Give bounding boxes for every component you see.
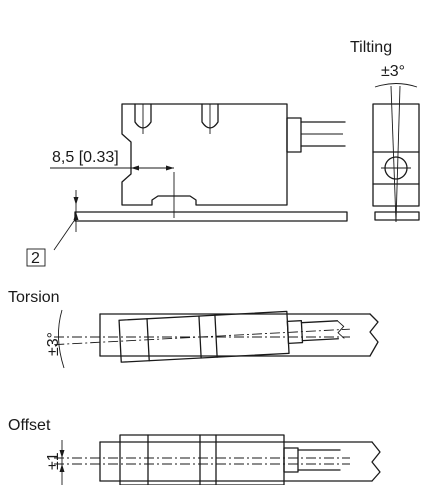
torsion-label: Torsion [8, 289, 60, 306]
gap-arrow-top [73, 197, 79, 205]
tilt-arc [374, 83, 418, 88]
torsion-break [369, 313, 379, 357]
end-tape [374, 211, 420, 221]
dimension-arrow-left [131, 165, 139, 171]
offset-break [371, 441, 381, 482]
ref-box [26, 248, 46, 267]
tilt-angle-label: ±3° [381, 63, 405, 80]
offset-value-label: ±1 [45, 452, 62, 470]
gap-arrow-bottom [73, 212, 79, 220]
connector [286, 117, 302, 153]
torsion-cable-top [300, 320, 339, 324]
offset-arrow-top [59, 450, 65, 458]
offset-view [54, 434, 381, 485]
ref-number-label: 2 [31, 250, 40, 267]
torsion-cable-break [337, 320, 345, 339]
torsion-arc [58, 309, 65, 369]
end-body [372, 103, 420, 207]
torsion-cable-bottom [301, 338, 339, 342]
tilting-label: Tilting [350, 39, 392, 56]
magnetic-tape [74, 211, 348, 222]
tilt-line-a [390, 85, 397, 223]
dimension-label: 8,5 [0.33] [52, 149, 119, 166]
offset-label: Offset [8, 417, 51, 434]
offset-arrow-bottom [59, 464, 65, 472]
offset-connector [283, 447, 299, 473]
end-view [372, 83, 420, 223]
leader-line [53, 217, 77, 251]
torsion-angle-label: ±3° [45, 332, 62, 356]
dimension-arrow-right [166, 165, 174, 171]
tilt-line-b [395, 85, 401, 223]
side-view [26, 103, 348, 267]
sensor-body-outline [121, 103, 288, 206]
torsion-view [54, 309, 379, 369]
